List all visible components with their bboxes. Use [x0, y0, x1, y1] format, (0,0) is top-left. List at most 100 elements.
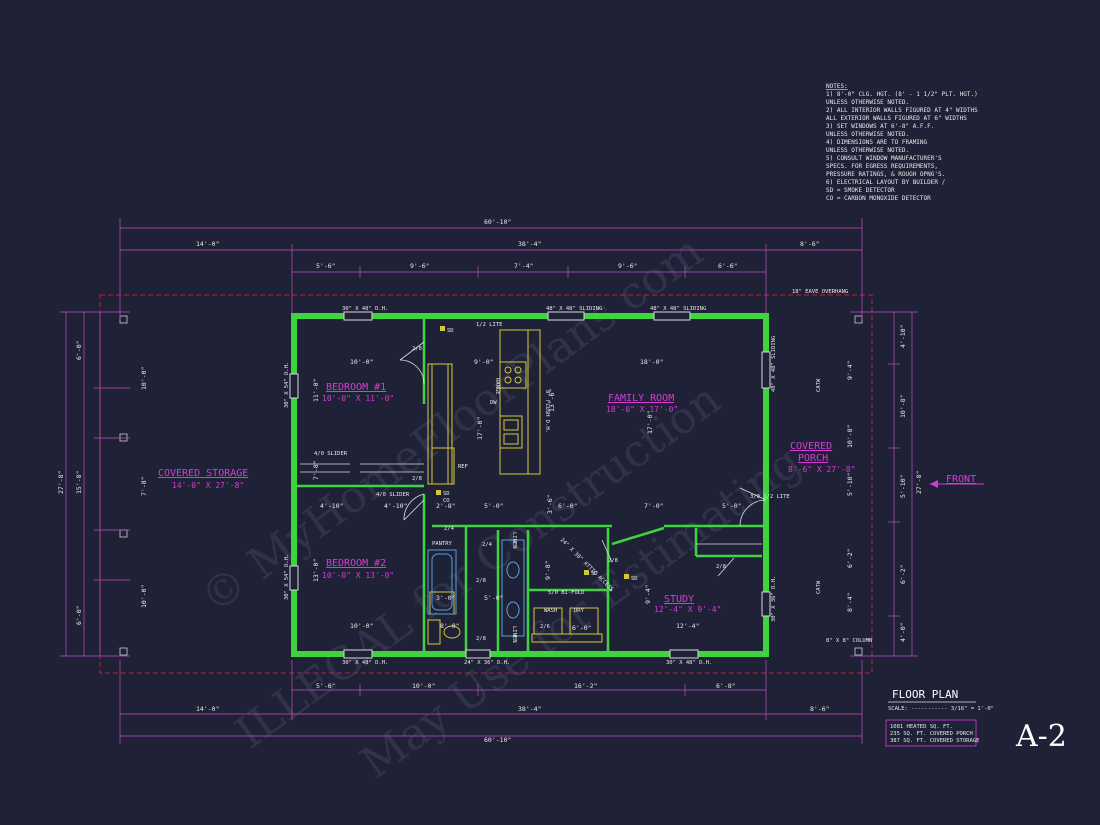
room-porch-name1: COVERED	[790, 441, 832, 452]
dim-hall-c: 2'-8"	[436, 502, 456, 510]
notes-heading: NOTES:	[826, 83, 848, 90]
notes-line-7: 4) DIMENSIONS ARE TO FRAMING	[826, 139, 928, 146]
dim-bed1-gap: 7'-8"	[312, 460, 320, 480]
dim-bottom-porch: 8'-6"	[810, 705, 830, 713]
dim-right-mid2: 5'-10"	[846, 473, 854, 496]
dimension-lines-bottom	[119, 660, 863, 744]
eave-overhang-outline	[99, 294, 873, 674]
door-size-7: 2/8	[608, 558, 618, 564]
linen-label-2: LINEN	[511, 626, 517, 643]
detector-symbols	[436, 326, 629, 579]
dim-family-h: 17'-0"	[646, 411, 654, 434]
front-label: FRONT	[946, 474, 976, 485]
notes-line-11: PRESSURE RATINGS, & ROUGH OPNG'S.	[826, 171, 945, 178]
notes-line-8: UNLESS OTHERWISE NOTED.	[826, 147, 909, 154]
window-bed2-bottom: 30" X 48" D.H.	[342, 660, 388, 666]
dim-bed1-w: 10'-0"	[350, 358, 373, 366]
room-bed2-size: 10'-0" X 13'-0"	[322, 571, 394, 580]
catw-label-2: CATW	[816, 580, 822, 594]
front-arrow	[930, 480, 984, 488]
eave-label: 18" EAVE OVERHANG	[792, 289, 848, 295]
dim-hall-b: 4'-10"	[384, 502, 407, 510]
window-bath-bottom: 24" X 36" D.H.	[464, 660, 510, 666]
dim-left-seg1: 6'-0"	[75, 340, 83, 360]
floor-plan-title: FLOOR PLAN	[892, 688, 958, 701]
window-family-right: 48" X 48" SLIDING	[771, 336, 777, 392]
dim-study-w: 12'-4"	[676, 622, 699, 630]
window-bed1-left: 30" X 54" D.H.	[284, 362, 290, 408]
dim-bath-w1: 3'-0"	[436, 594, 456, 602]
notes-line-14: CO = CARBON MONOXIDE DETECTOR	[826, 195, 931, 202]
dim-bottom-seg3: 16'-2"	[574, 682, 597, 690]
notes-line-5: 3) SET WINDOWS AT 6'-8" A.F.F.	[826, 123, 934, 130]
window-sliding-2: 48" X 48" SLIDING	[650, 306, 706, 312]
room-bed1-name: BEDROOM #1	[326, 382, 386, 393]
dim-bottom-house: 38'-4"	[518, 705, 541, 713]
door-size-2: 2/8	[412, 476, 422, 482]
slider-label-2: 4/0 SLIDER	[376, 492, 410, 498]
room-porch-name2: PORCH	[798, 453, 828, 464]
notes-line-4: ALL EXTERIOR WALLS FIGURED AT 6" WIDTHS	[826, 115, 967, 122]
dim-bottom-seg2: 10'-0"	[412, 682, 435, 690]
dim-family-w: 18'-0"	[640, 358, 663, 366]
slider-label-1: 4/0 SLIDER	[314, 451, 348, 457]
exterior-walls	[291, 313, 769, 657]
door-size-9: 2/6	[540, 624, 550, 630]
dim-hall-a: 4'-10"	[320, 502, 343, 510]
room-study-name: STUDY	[664, 594, 694, 605]
dim-kitchen-h: 17'-0"	[476, 417, 484, 440]
door-size-6: 2/8	[476, 636, 486, 642]
dim-right-seg3: 5'-10"	[899, 475, 907, 498]
dim-bed1-h: 11'-0"	[312, 379, 320, 402]
dim-left-seg2: 10'-0"	[140, 367, 148, 390]
sheet-number: A-2	[1015, 719, 1067, 754]
column-label: 8" X 8" COLUMN	[826, 638, 872, 644]
dim-bottom-seg4: 6'-8"	[716, 682, 736, 690]
room-family-name: FAMILY ROOM	[608, 393, 674, 404]
dim-study-h: 9'-4"	[644, 584, 652, 604]
window-sliding-1: 48" X 48" SLIDING	[546, 306, 602, 312]
title-block: FLOOR PLAN SCALE: ----------- 3/16" = 1'…	[885, 688, 1067, 754]
dimension-lines-top	[119, 218, 863, 320]
dim-top-storage: 14'-0"	[196, 240, 219, 248]
dim-hall-h: 5'-0"	[722, 502, 742, 510]
dim-bed2-h: 13'-0"	[312, 559, 320, 582]
tub-and-vanity	[427, 539, 525, 637]
ref-label: REF	[458, 464, 468, 470]
dim-left-seg4: 10'-0"	[140, 585, 148, 608]
window-bed1-top: 30" X 48" D.H.	[342, 306, 388, 312]
notes-line-9: 5) CONSULT WINDOW MANUFACTURER'S	[826, 155, 942, 162]
dim-right-inner1: 9'-4"	[846, 360, 854, 380]
door-swings	[399, 341, 767, 577]
dim-bed2-w: 10'-0"	[350, 622, 373, 630]
window-bed2-left: 30" X 54" D.H.	[284, 554, 290, 600]
notes-line-12: 6) ELECTRICAL LAYOUT BY BUILDER /	[826, 179, 946, 186]
door-size-5: 2/8	[476, 578, 486, 584]
dim-top-house: 38'-4"	[518, 240, 541, 248]
door-size-3: 2/4	[444, 526, 455, 532]
sd-label-2: SD	[443, 491, 450, 497]
door-size-1: 2/8	[412, 346, 422, 352]
dim-hall-e: 3'-6"	[546, 494, 554, 514]
dim-laundry-w: 6'-0"	[572, 624, 592, 632]
door-size-4: 2/4	[482, 542, 493, 548]
dim-right-seg5: 4'-0"	[899, 622, 907, 642]
dim-top-overall: 60'-10"	[484, 218, 511, 226]
dim-bottom-overall: 60'-10"	[484, 736, 511, 744]
fixtures	[427, 329, 603, 645]
interior-walls	[292, 316, 766, 652]
room-bed2-name: BEDROOM #2	[326, 558, 386, 569]
linen-label-1: LINEN	[511, 532, 517, 549]
dim-left-seg3: 7'-8"	[140, 476, 148, 496]
dim-top-seg5: 6'-6"	[718, 262, 738, 270]
dim-hall-g: 7'-0"	[644, 502, 664, 510]
windows	[289, 311, 771, 659]
dim-kitchen-h2: 13'-6"	[548, 389, 556, 412]
dimension-lines-right	[850, 311, 918, 657]
dim-bottom-storage: 14'-0"	[196, 705, 219, 713]
area-porch: 235 SQ. FT. COVERED PORCH	[890, 731, 973, 737]
front-door-label: 3/0 1/2 LITE	[750, 494, 790, 500]
dim-hall-d: 5'-0"	[484, 502, 504, 510]
door-size-8: 2/8	[716, 564, 726, 570]
